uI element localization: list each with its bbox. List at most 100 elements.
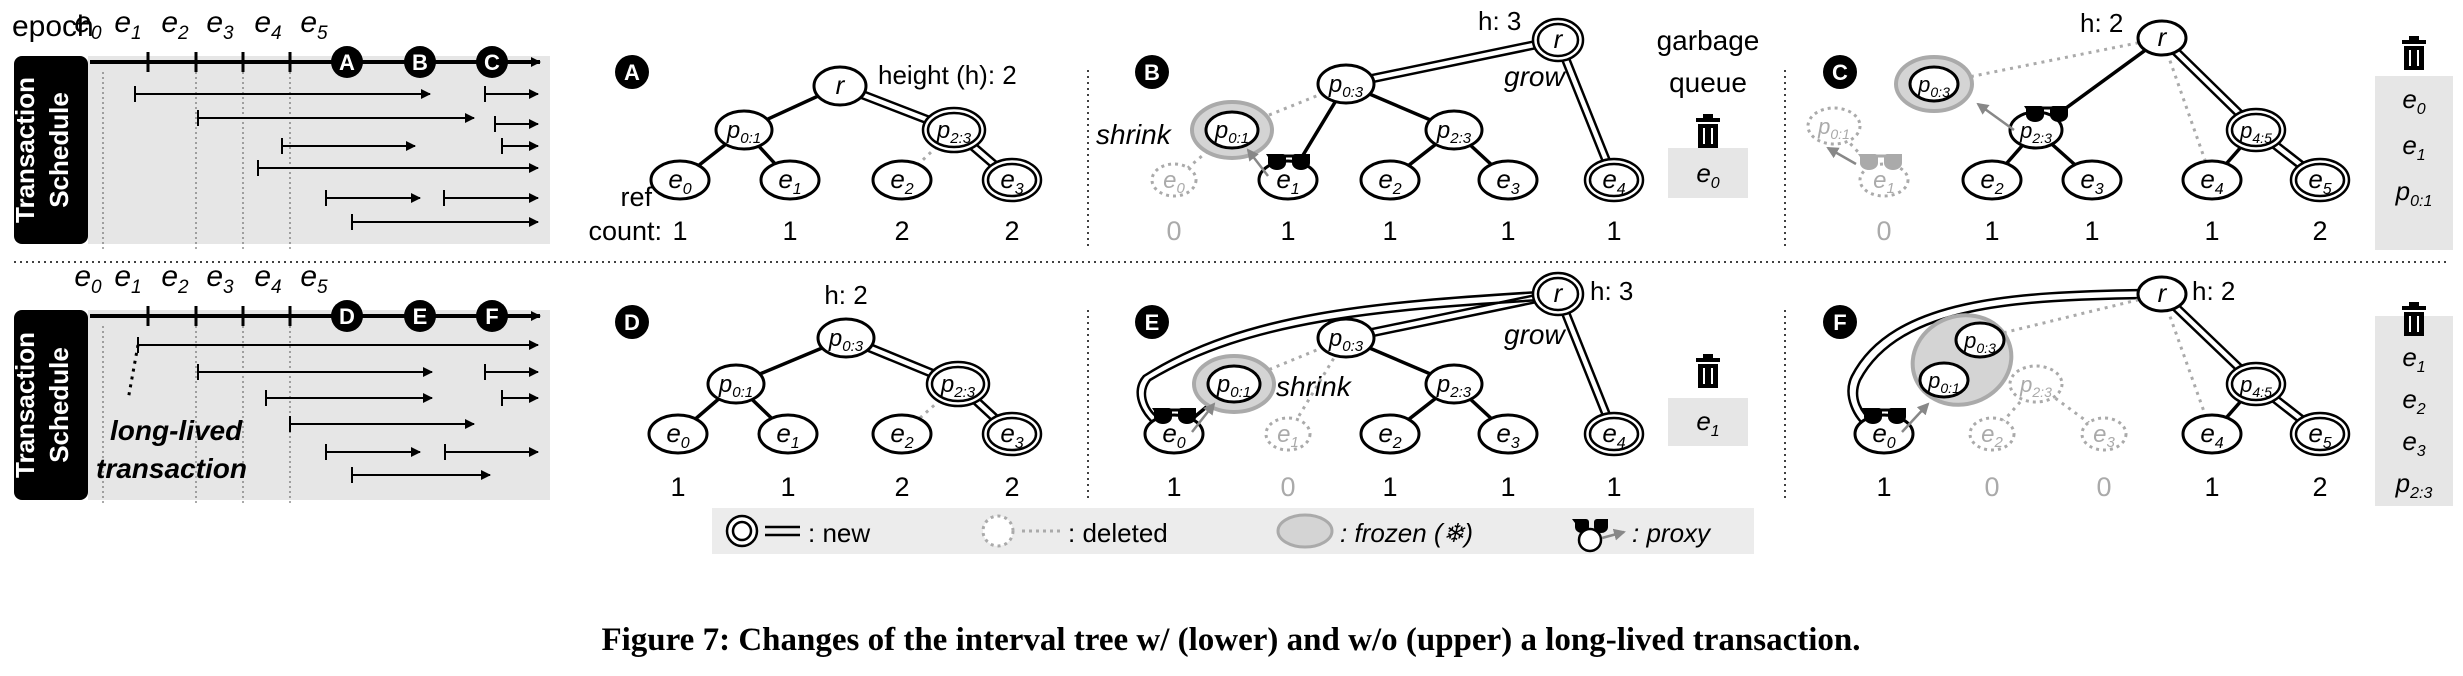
tree-node-label: e3 [2080,164,2103,198]
tree-node: e3 [2080,416,2128,452]
legend-proxy-icon [1572,519,1626,553]
tree-node: e1 [1257,159,1319,201]
tree-node-label: p0:1 [1214,117,1249,147]
tree-edge-deleted [1990,383,2038,435]
tree-node: e3 [1477,159,1539,201]
tree-edge-new [1553,40,1612,182]
ref-count: 1 [1166,472,1181,502]
ref-count: 1 [780,472,795,502]
tree-height-label: h: 2 [2192,276,2235,306]
proxy-arrow [1246,148,1269,177]
garbage-queue-item: e1 [2402,130,2425,164]
tree-node: e1 [1264,416,1312,452]
epoch-tick-label: e4 [254,6,281,44]
garbage-queue-item: e0 [1696,158,1719,192]
grow-label: grow [1504,319,1566,350]
ref-count: 2 [2312,472,2327,502]
epoch-tick-label: e3 [206,260,234,298]
ref-count: 1 [782,216,797,246]
grow-label: grow [1504,61,1566,92]
tree-node: e3 [981,411,1043,457]
tree-node-label: p2:3 [940,371,976,401]
tree-node: r [1531,271,1585,317]
tree-node: e4 [1583,411,1645,457]
figure-caption: Figure 7: Changes of the interval tree w… [601,622,1860,658]
tree-node: r [2136,275,2188,313]
tree-node-label: r [2158,22,2168,52]
tree-edge-new [1345,35,1558,82]
tree-node-label: r [836,70,846,100]
tree-node: p0:3 [816,317,876,359]
tree-node-label: e4 [1602,164,1625,198]
epoch-marker-label: D [339,304,355,329]
tree-node: e1 [757,413,819,455]
tree-node-label: e0 [1872,418,1895,452]
tree-edge-deleted [2160,293,2214,435]
epoch-marker [476,300,508,332]
ref-count: 0 [1166,216,1181,246]
ref-count: 1 [1500,216,1515,246]
tree-node: e3 [2061,159,2123,201]
tree-node: p0:1 [1918,361,1970,399]
tree-node: e5 [2289,411,2351,457]
trash-icon [1696,354,1720,388]
epoch-marker [331,46,363,78]
tree-node: p0:3 [1954,321,2006,359]
tree-node-label: p2:3 [2019,372,2052,400]
tree-node: p0:3 [1316,63,1376,105]
tree-node-label: p0:3 [1963,328,1996,356]
tree-node-label: p0:3 [1328,325,1364,355]
tree-node: p0:1 [706,363,766,405]
tree-height-label: h: 2 [2080,8,2123,38]
tree-node: p2:3 [925,360,991,408]
proxy-arrow [1901,402,1930,433]
tree-node: e0 [647,413,709,455]
garbage-queue-box-F [2375,316,2453,506]
tree-node: e2 [1961,159,2023,201]
tree-node: p4:5 [2225,107,2287,153]
schedule-title-1: Transaction [10,77,40,223]
legend-new: : new [808,518,870,548]
tree-node: p0:1 [714,109,774,151]
tree-node: e2 [871,413,933,455]
proxy-arrow [1826,146,1857,166]
long-lived-label-2: transaction [96,453,247,484]
tree-node: e1 [1858,162,1910,198]
shrink-label: shrink [1276,371,1353,402]
tree-node-label: e2 [1980,164,2003,198]
tree-node-label: e2 [890,418,913,452]
tree-node: p2:3 [1424,109,1484,151]
panel-badge-label: D [624,310,640,335]
tree-node-label: r [2158,278,2168,308]
garbage-queue-item: e1 [1696,406,1719,440]
tree-node: e5 [2289,157,2351,203]
epoch-tick-label: e2 [161,260,189,298]
tree-node: e1 [759,159,821,201]
ref-count-label-2: count: [588,216,662,246]
epoch-tick-label: e1 [114,260,141,298]
trash-icon [1696,114,1720,148]
garbage-queue-title-1: garbage [1657,25,1760,56]
epoch-tick-label: e4 [254,260,281,298]
tree-height-label: h: 2 [824,280,867,310]
tree-node-label: p2:3 [1436,117,1472,147]
panel-badge-label: A [624,60,640,85]
ref-count: 2 [894,472,909,502]
tree-node: p2:3 [2008,364,2064,404]
tree-node: e2 [1359,159,1421,201]
tree-node-label: p0:1 [718,371,753,401]
epoch-marker [404,300,436,332]
ref-count: 1 [1382,216,1397,246]
tree-node-label: e4 [1602,418,1625,452]
panel-badge: D [615,305,649,339]
tree-node-label: e5 [2308,164,2331,198]
epoch-tick-label: e0 [74,260,102,298]
garbage-queue-box-C [2375,76,2453,250]
tree-node-label: e1 [1873,167,1895,197]
legend-deleted-node-icon [981,514,1015,548]
tree-edge-deleted [2160,37,2214,181]
epoch-marker-label: C [484,50,500,75]
